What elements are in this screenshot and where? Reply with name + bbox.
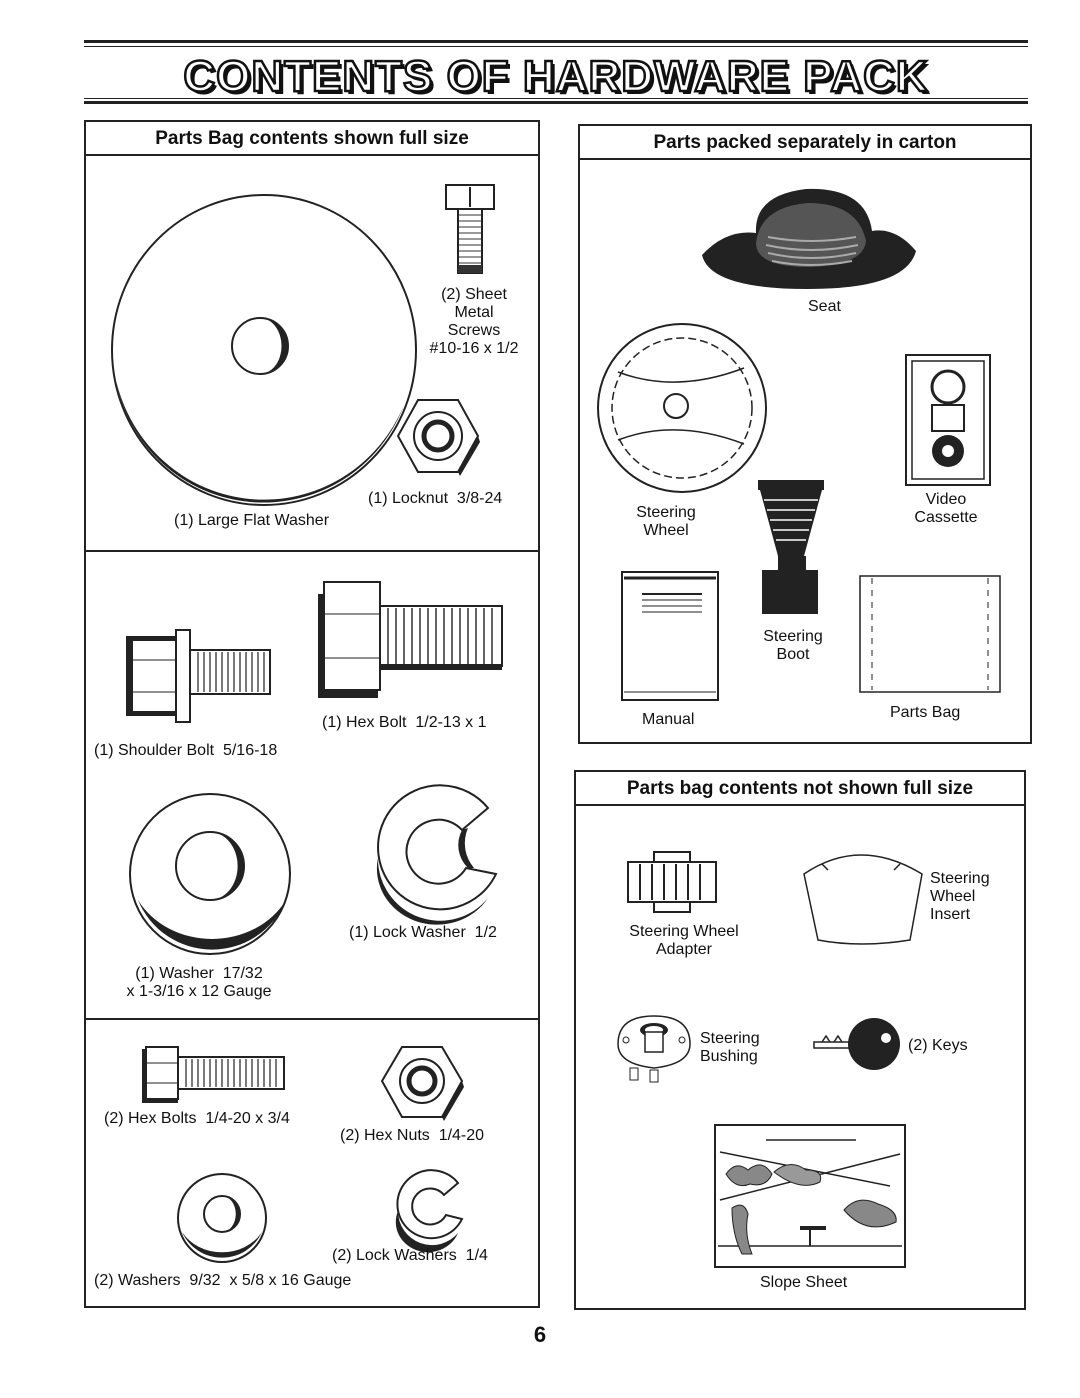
- page-number: 6: [533, 1322, 547, 1347]
- seat-icon: [702, 188, 916, 289]
- lock-washer-label: (1) Lock Washer 1/2: [349, 924, 497, 941]
- hex-bolt-icon: [318, 581, 503, 698]
- video-cassette-icon: [905, 354, 991, 486]
- shoulder-bolt-label: (1) Shoulder Bolt 5/16-18: [94, 742, 278, 759]
- parts-bag-full-size-heading: Parts Bag contents shown full size: [86, 122, 538, 156]
- key-icon: [813, 1018, 900, 1070]
- lock-washer-icon: [376, 784, 498, 925]
- manual-icon: [621, 571, 719, 701]
- washers-label: (2) Washers 9/32 x 5/8 x 16 Gauge: [94, 1272, 352, 1289]
- section-divider-1: [86, 550, 538, 552]
- parts-bag-icon: [859, 575, 1001, 693]
- washer-label: (1) Washer 17/32 x 1-3/16 x 12 Gauge: [126, 965, 272, 1000]
- shoulder-bolt-icon: [126, 629, 271, 723]
- parts-bag-label: Parts Bag: [890, 704, 961, 721]
- video-cassette-label: Video Cassette: [914, 491, 978, 526]
- large-flat-washer-label: (1) Large Flat Washer: [174, 512, 330, 529]
- lock-washers-label: (2) Lock Washers 1/4: [332, 1247, 488, 1264]
- title-top-rule-thin: [84, 46, 1028, 47]
- manual-label: Manual: [642, 711, 695, 728]
- title-top-rule: [84, 40, 1028, 43]
- slope-sheet-label: Slope Sheet: [760, 1274, 848, 1291]
- small-washer-icon: [177, 1173, 267, 1263]
- locknut-icon: [396, 399, 480, 476]
- steering-bushing-label: Steering Bushing: [700, 1030, 760, 1065]
- steering-wheel-label: Steering Wheel: [636, 504, 696, 539]
- washer-icon: [129, 793, 291, 955]
- steering-wheel-adapter-icon: [627, 851, 717, 913]
- seat-label: Seat: [808, 298, 841, 315]
- carton-parts-panel: Parts packed separately in carton: [578, 124, 1032, 744]
- small-lock-washer-icon: [395, 1169, 464, 1253]
- parts-bag-not-full-size-heading: Parts bag contents not shown full size: [576, 772, 1024, 806]
- title-bottom-rule-thick: [84, 101, 1028, 104]
- sheet-metal-screws-label: (2) Sheet Metal Screws #10-16 x 1/2: [429, 286, 519, 357]
- section-divider-2: [86, 1018, 538, 1020]
- steering-boot-icon: [758, 480, 824, 614]
- parts-bag-full-size-panel: Parts Bag contents shown full size: [84, 120, 540, 1308]
- hex-bolts-label: (2) Hex Bolts 1/4-20 x 3/4: [104, 1110, 290, 1127]
- slope-sheet-icon: [714, 1124, 906, 1268]
- steering-wheel-icon: [597, 323, 767, 493]
- small-hex-bolt-icon: [142, 1046, 285, 1103]
- title-bottom-rule: [84, 98, 1028, 99]
- page-title: CONTENTS OF HARDWARE PACK: [182, 51, 929, 103]
- steering-wheel-insert-label: Steering Wheel Insert: [930, 870, 990, 923]
- keys-label: (2) Keys: [908, 1037, 968, 1054]
- hex-bolt-label: (1) Hex Bolt 1/2-13 x 1: [322, 714, 487, 731]
- locknut-label: (1) Locknut 3/8-24: [368, 490, 503, 507]
- steering-bushing-icon: [617, 1015, 691, 1083]
- hex-nuts-label: (2) Hex Nuts 1/4-20: [340, 1127, 485, 1144]
- steering-boot-label: Steering Boot: [763, 628, 823, 663]
- large-flat-washer-icon: [111, 194, 417, 506]
- parts-bag-not-full-size-panel: Parts bag contents not shown full size: [574, 770, 1026, 1310]
- hex-nut-icon: [380, 1046, 464, 1121]
- steering-wheel-insert-icon: [803, 854, 923, 945]
- steering-wheel-adapter-label: Steering Wheel Adapter: [629, 923, 739, 958]
- carton-parts-heading: Parts packed separately in carton: [580, 126, 1030, 160]
- sheet-metal-screw-icon: [445, 184, 495, 274]
